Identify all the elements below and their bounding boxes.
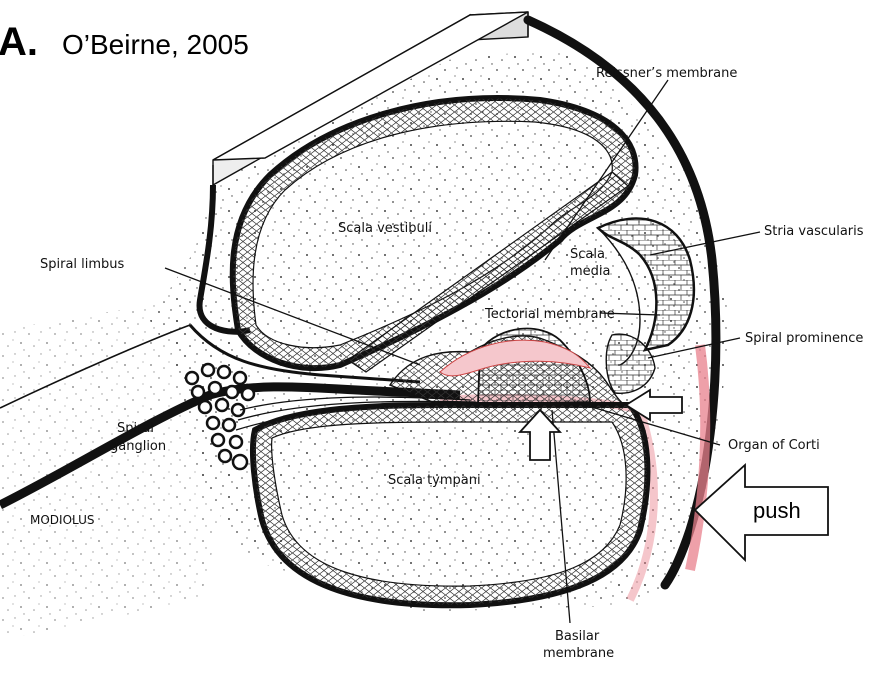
label-modiolus: MODIOLUS (30, 513, 95, 527)
label-organ-of-corti: Organ of Corti (728, 438, 820, 453)
label-reissners-membrane: Reissner’s membrane (596, 66, 737, 81)
label-scala-tympani: Scala tympani (388, 473, 481, 488)
label-scala-media-1: Scala (570, 247, 605, 262)
label-basilar-membrane-2: membrane (543, 646, 614, 661)
label-spiral-prominence: Spiral prominence (745, 331, 863, 346)
label-tectorial-membrane: Tectorial membrane (484, 307, 615, 322)
label-basilar-membrane-1: Basilar (555, 629, 600, 644)
label-spiral-ganglion-1: Spiral (117, 421, 154, 436)
label-spiral-ganglion-2: ganglion (110, 439, 166, 454)
figure-citation: O’Beirne, 2005 (62, 31, 249, 59)
label-stria-vascularis: Stria vascularis (764, 224, 864, 239)
label-scala-media-2: media (570, 264, 611, 279)
label-spiral-limbus: Spiral limbus (40, 257, 125, 272)
push-arrow-label: push (753, 498, 801, 523)
label-scala-vestibuli: Scala vestibuli (338, 221, 432, 236)
figure-letter: A. (0, 22, 38, 62)
